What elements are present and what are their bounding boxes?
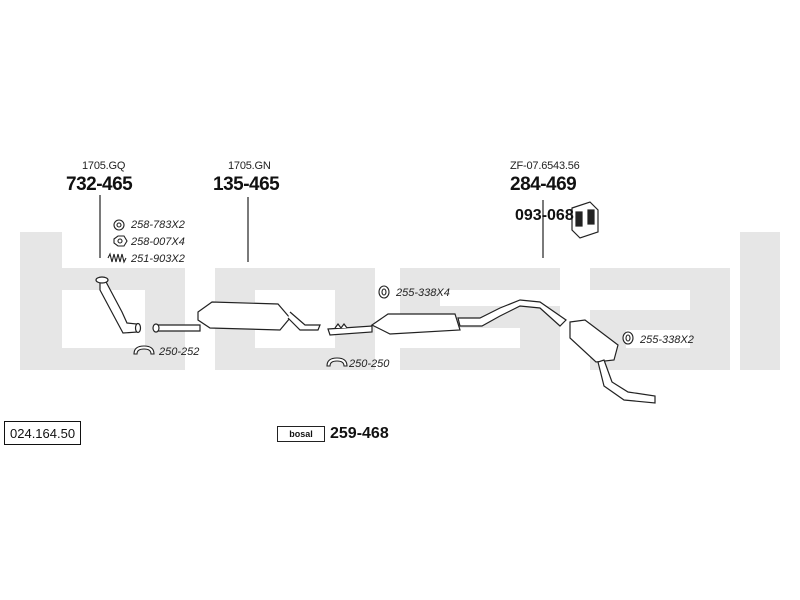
accessory-label-251-903X2: 251-903X2 <box>131 253 185 265</box>
assembly-kit-part-number: 259-468 <box>330 425 389 442</box>
hanger-ring-2-icon <box>622 331 634 345</box>
front-silencer-ref: 1705.GN <box>228 160 271 172</box>
rear-silencer-ref: ZF-07.6543.56 <box>510 160 580 172</box>
rubber-mount-drawing <box>571 201 599 239</box>
accessory-label-250-252: 250-252 <box>159 346 200 358</box>
front-silencer-part-number: 135-465 <box>213 174 280 195</box>
front-silencer-drawing <box>152 301 321 333</box>
rear-silencer-part-number: 284-469 <box>510 174 577 195</box>
clamp-icons <box>133 285 634 367</box>
rear-section-drawing <box>327 299 656 404</box>
rubber-mount-part-number: 093-068 <box>515 207 574 224</box>
accessory-label-258-783X2: 258-783X2 <box>131 219 185 231</box>
accessory-label-255-338X2: 255-338X2 <box>640 334 694 346</box>
front-pipe-ref: 1705.GQ <box>82 160 126 172</box>
accessory-label-250-250: 250-250 <box>349 358 390 370</box>
clamp-250-250-icon <box>326 357 348 367</box>
spring-icon <box>107 252 127 264</box>
clamp-250-252-icon <box>133 345 155 355</box>
front-pipe-drawing <box>95 276 142 334</box>
accessory-label-255-338X4: 255-338X4 <box>396 287 450 299</box>
accessory-label-258-007X4: 258-007X4 <box>131 236 185 248</box>
front-pipe-part-number: 732-465 <box>66 174 133 195</box>
catalog-number: 024.164.50 <box>4 421 82 445</box>
accessory-group-front <box>107 219 128 264</box>
hanger-ring-1-icon <box>378 285 390 299</box>
bosal-kit-logo: bosal <box>277 426 325 442</box>
